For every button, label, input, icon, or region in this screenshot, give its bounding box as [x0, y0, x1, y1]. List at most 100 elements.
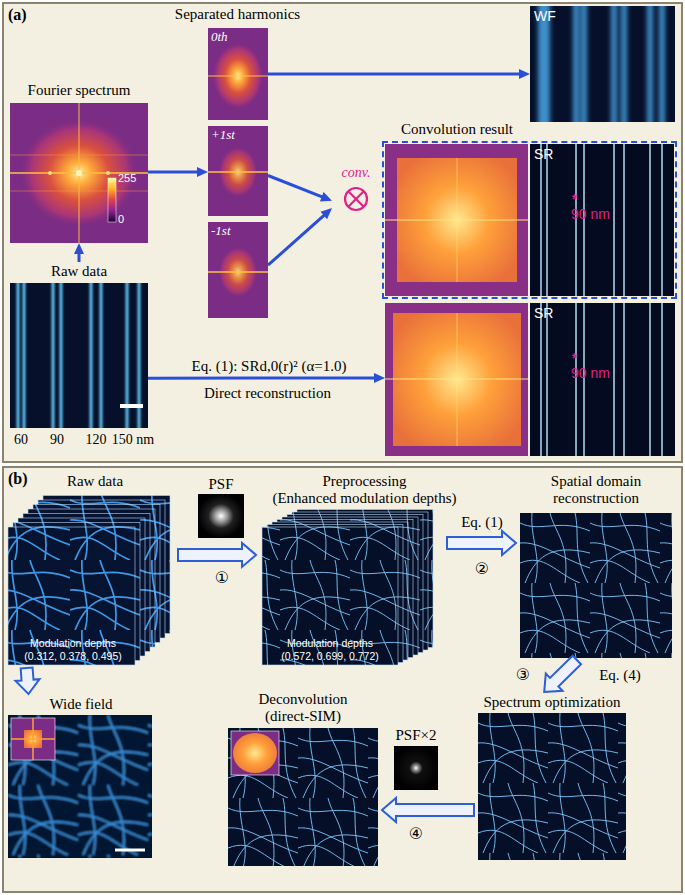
arrow-head [74, 243, 84, 254]
text-line: Preprocessing [262, 473, 467, 490]
block-arrow [16, 668, 40, 694]
arrow-head [320, 192, 332, 201]
image-stack: Preprocessing (Enhanced modulation depth… [256, 472, 447, 668]
reconstruction-image [231, 731, 279, 775]
figure-label: 120 [82, 432, 110, 448]
figure-label: 90 [44, 432, 70, 448]
image-panel: Deconvolution (direct-SIM) [224, 690, 382, 868]
text-line: Modulation depths [8, 637, 138, 650]
psf-image [198, 494, 244, 538]
node-text: 90 nm [571, 206, 641, 222]
spectrum-image: Fourier spectrum2550 [10, 82, 148, 243]
fourier-spectrum-image [108, 178, 116, 222]
fourier-spectrum-image [10, 155, 148, 156]
node-text: WF [534, 8, 574, 24]
arrow-head [519, 69, 530, 79]
node-text: 255 [118, 172, 148, 185]
edge-label: Eq. (4) [590, 667, 650, 684]
arrow-head [197, 167, 208, 177]
node-text: * [572, 191, 586, 207]
convolution-spectrum [385, 303, 528, 456]
node-text: SR [534, 305, 564, 321]
panel-frame: (b)Raw dataModulation depths (0.312, 0.3… [2, 466, 683, 893]
harmonic-image [208, 28, 268, 318]
harmonic-image [208, 171, 268, 172]
convolution-spectrum [385, 219, 528, 220]
arrow-shaft [148, 376, 375, 379]
image-stack: Raw dataModulation depths (0.312, 0.378,… [6, 472, 178, 668]
widefield-image [32, 718, 34, 760]
raw-data-image [120, 404, 143, 408]
super-resolution-image [541, 139, 662, 314]
panel-frame: (a)0thWFFourier spectrum2550+1stconv.Con… [2, 2, 683, 463]
fourier-spectrum-image [106, 171, 110, 175]
harmonic-image [208, 75, 268, 76]
node-text: 0 [118, 213, 138, 226]
node-text: Fourier spectrum [4, 82, 154, 99]
image-panel: SR*90 nm [385, 303, 675, 456]
edge-label: Eq. (1): SRd,0(r)² (α=1.0) [153, 358, 385, 375]
reconstruction-image [228, 513, 672, 866]
super-resolution-image [541, 298, 662, 473]
node-text: SR [534, 146, 564, 162]
dashed-group: Convolution resultSR*90 nm [382, 141, 677, 299]
block-arrow [382, 798, 474, 822]
reconstruction-image [520, 513, 672, 658]
node-text: Modulation depths (0.572, 0.699, 0.772) [264, 637, 396, 663]
figure-label: 150 nm [108, 432, 158, 448]
convolution-operator: conv. [332, 164, 380, 213]
convolution-spectrum [457, 158, 458, 282]
panel-ground [2, 2, 683, 463]
image-panel: Wide field [6, 694, 156, 860]
arrow-connector [74, 243, 84, 262]
reconstruction-image [478, 713, 626, 860]
reconstruction-image [228, 728, 378, 866]
harmonic-image: +1st [208, 126, 268, 216]
raw-data-image [18, 278, 139, 453]
super-resolution-image [530, 303, 675, 456]
harmonic-image [208, 222, 268, 318]
node-text: Preprocessing (Enhanced modulation depth… [262, 473, 467, 507]
node-text: conv. [332, 165, 380, 181]
harmonic-image [208, 126, 268, 216]
block-arrow [178, 543, 256, 567]
arrow-shaft [268, 215, 325, 265]
widefield-image [8, 715, 152, 858]
raw-data-image [18, 278, 139, 453]
convolution-symbol [345, 188, 367, 210]
image-panel: Raw data [10, 262, 148, 428]
harmonic-image [208, 126, 268, 216]
block-arrow [544, 656, 581, 692]
reconstruction-image [520, 513, 672, 658]
convolution-spectrum [385, 144, 528, 456]
convolution-spectrum [385, 378, 528, 379]
figure-label: ③ [510, 666, 536, 684]
super-resolution-image [541, 139, 662, 314]
node-text: (a) [8, 6, 38, 24]
convolution-symbol [345, 188, 367, 210]
super-resolution-image [530, 139, 675, 473]
widefield-image [8, 715, 152, 858]
text-line: Modulation depths [264, 637, 396, 650]
widefield-image [8, 715, 152, 858]
fourier-spectrum-image [10, 103, 148, 243]
arrow-connector [148, 373, 385, 383]
arrow-connector [178, 543, 256, 567]
fourier-spectrum-image [48, 171, 52, 175]
convolution-symbol [348, 191, 364, 207]
convolution-spectrum [385, 144, 528, 296]
edge-label: ① [207, 569, 237, 587]
figure-label: Direct reconstruction [155, 385, 380, 402]
node-text: -1st [211, 223, 251, 239]
raw-stack [8, 496, 170, 666]
harmonic-image [208, 222, 268, 318]
arrow-shaft [268, 72, 520, 75]
arrow-shaft [78, 253, 81, 262]
widefield-image [8, 715, 152, 858]
arrow-head [321, 208, 333, 219]
convolution-spectrum [385, 303, 528, 456]
harmonic-image: -1st [208, 222, 268, 318]
